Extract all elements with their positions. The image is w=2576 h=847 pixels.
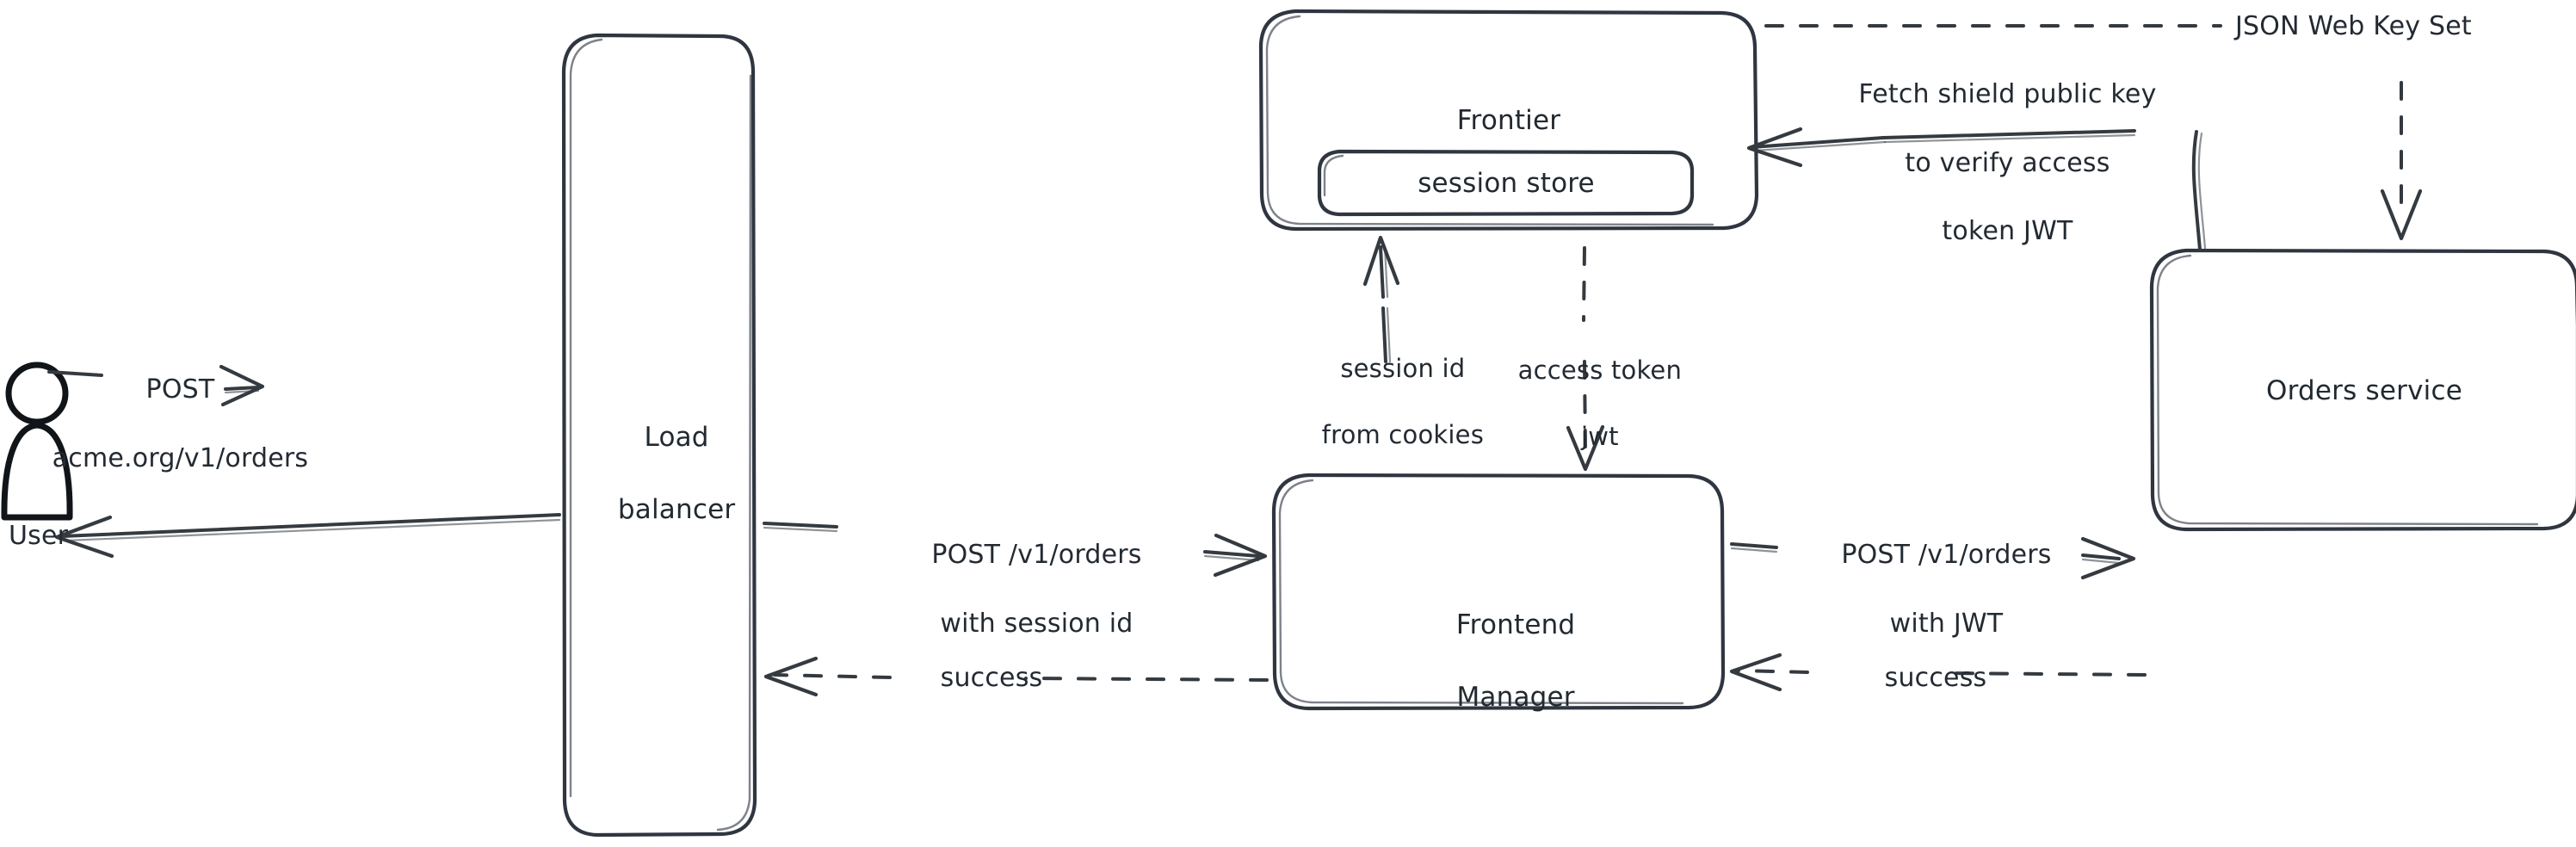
edge-frontend-manager-to-load-balancer [763,656,1269,697]
frontend-manager-shape[interactable] [1271,473,1726,711]
edge-user-to-load-balancer [47,364,265,407]
user-actor-icon [1,362,73,521]
edge-load-balancer-to-user [54,513,561,559]
edge-jwks-to-orders-service [1764,24,2423,241]
edge-load-balancer-to-frontend-manager [763,522,1268,578]
session-store-shape[interactable] [1317,149,1695,217]
edge-frontend-manager-to-frontier [1362,235,1400,363]
edge-orders-service-to-frontend-manager [1729,652,2147,692]
orders-service-shape[interactable] [2149,248,2576,532]
edge-frontier-to-frontend-manager [1566,246,1605,472]
load-balancer-shape[interactable] [561,33,757,838]
edge-orders-service-to-frontier [1746,127,2207,251]
edge-frontend-manager-to-orders-service [1730,536,2136,580]
frontier-shape[interactable] [1258,9,1759,232]
